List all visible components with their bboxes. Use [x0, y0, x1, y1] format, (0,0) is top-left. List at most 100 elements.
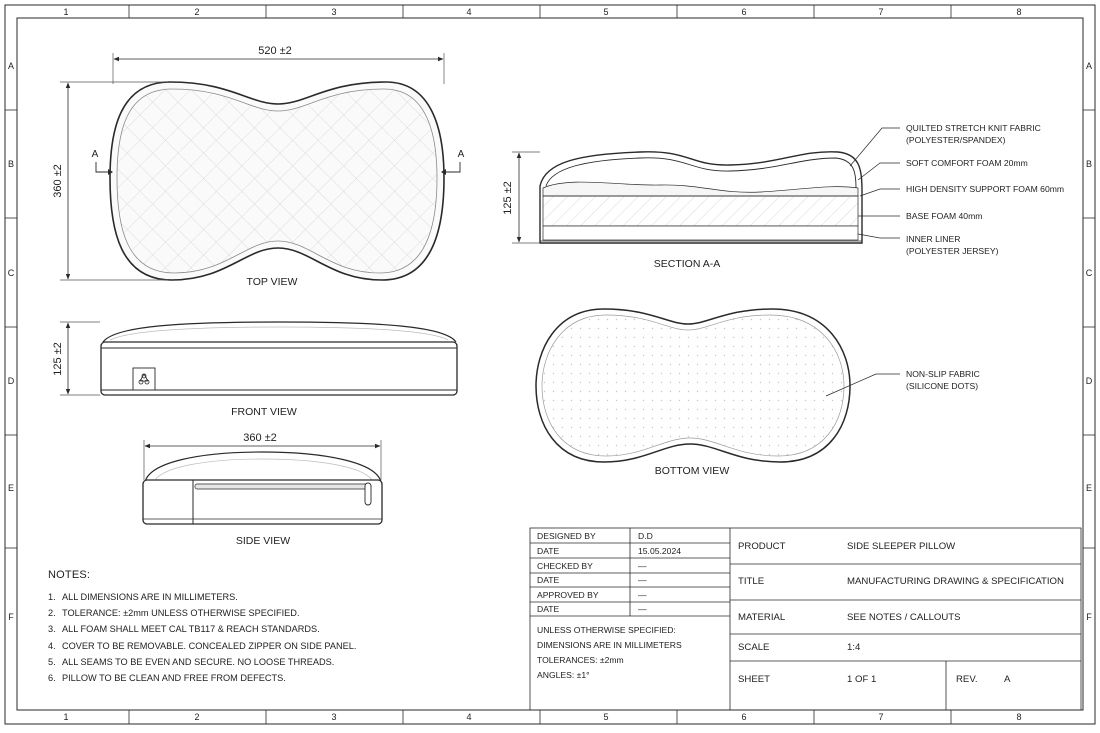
bottom-view: NON-SLIP FABRIC (SILICONE DOTS) BOTTOM V…: [535, 308, 980, 477]
general-note-3: TOLERANCES: ±2mm: [537, 655, 624, 665]
zone-col-4-bottom: 4: [466, 712, 471, 722]
section-marker-right: A: [458, 149, 465, 160]
note-item: 6.PILLOW TO BE CLEAN AND FREE FROM DEFEC…: [48, 670, 478, 686]
note-number: 3.: [48, 624, 56, 635]
approval-value-date-2: —: [638, 575, 647, 585]
note-item: 3. ALL FOAM SHALL MEET CAL TB117 & REACH …: [48, 621, 478, 637]
notes-title: NOTES:: [48, 569, 91, 581]
callout-nonslip-line2: (SILICONE DOTS): [906, 381, 978, 391]
approval-value-checked-by: —: [638, 561, 647, 571]
approval-value-approved-by: —: [638, 590, 647, 600]
zone-col-1: 1: [63, 7, 68, 17]
callout-liner-line2: (POLYESTER JERSEY): [906, 246, 999, 256]
top-view: 520 ±2 360 ±2 A A TOP VIEW: [52, 45, 465, 288]
callout-nonslip-line1: NON-SLIP FABRIC: [906, 369, 980, 379]
zone-col-6: 6: [741, 7, 746, 17]
zone-col-6-bottom: 6: [741, 712, 746, 722]
approval-label-date-2: DATE: [537, 575, 560, 585]
front-view: 125 ±2 FRONT VIEW: [52, 321, 458, 418]
note-item: 2. TOLERANCE: ±2mm UNLESS OTHERWISE SPECI…: [48, 605, 478, 621]
rev-label: REV.: [956, 674, 978, 685]
zone-col-7: 7: [878, 7, 883, 17]
front-view-height-dim: 125 ±2: [52, 342, 64, 376]
bottom-view-label: BOTTOM VIEW: [655, 465, 730, 477]
front-view-label: FRONT VIEW: [231, 406, 297, 418]
zone-row-a: A: [8, 61, 14, 71]
zone-row-d: D: [8, 376, 15, 386]
base-foam-layer: [542, 225, 859, 241]
zone-col-5: 5: [603, 7, 608, 17]
approval-label-date-1: DATE: [537, 546, 560, 556]
note-number: 5.: [48, 656, 56, 667]
note-text: COVER TO BE REMOVABLE. CONCEALED ZIPPER …: [62, 640, 357, 651]
material-value: SEE NOTES / CALLOUTS: [847, 612, 961, 623]
section-height-dim: 125 ±2: [502, 181, 514, 215]
note-number: 4.: [48, 640, 56, 651]
soft-foam-layer: [542, 181, 859, 197]
title-label: TITLE: [738, 576, 765, 587]
approval-value-date-1: 15.05.2024: [638, 546, 682, 556]
zone-col-7-bottom: 7: [878, 712, 883, 722]
zone-row-d-right: D: [1086, 376, 1093, 386]
logo-icon: [138, 373, 150, 385]
rev-value: A: [1004, 674, 1011, 685]
scale-value: 1:4: [847, 642, 861, 653]
section-marker-left: A: [92, 149, 99, 160]
zone-col-3: 3: [331, 7, 336, 17]
approval-label-date-3: DATE: [537, 604, 560, 614]
product-value: SIDE SLEEPER PILLOW: [847, 541, 956, 552]
note-text: PILLOW TO BE CLEAN AND FREE FROM DEFECTS…: [62, 672, 286, 683]
callout-hd-foam: HIGH DENSITY SUPPORT FOAM 60mm: [906, 184, 1064, 194]
callout-fabric-line2: (POLYESTER/SPANDEX): [906, 135, 1006, 145]
approval-value-date-3: —: [638, 604, 647, 614]
note-text: ALL SEAMS TO BE EVEN AND SECURE. NO LOOS…: [62, 656, 335, 667]
title-block: [529, 527, 1082, 711]
hd-foam-layer: [542, 195, 859, 227]
front-view-body: [100, 341, 458, 396]
approval-label-approved-by: APPROVED BY: [537, 590, 599, 600]
general-note-1: UNLESS OTHERWISE SPECIFIED:: [537, 625, 676, 635]
note-text: ALL FOAM SHALL MEET CAL TB117 & REACH ST…: [62, 624, 320, 635]
callout-base-foam: BASE FOAM 40mm: [906, 211, 982, 221]
approval-value-designed-by: D.D: [638, 531, 653, 541]
zone-col-5-bottom: 5: [603, 712, 608, 722]
zone-row-b-right: B: [1086, 159, 1092, 169]
notes-block: NOTES: 1.ALL DIMENSIONS ARE IN MILLIMETE…: [48, 569, 478, 686]
zone-col-2: 2: [194, 7, 199, 17]
zone-col-3-bottom: 3: [331, 712, 336, 722]
note-number: 1.: [48, 592, 56, 602]
notes-list: 1.ALL DIMENSIONS ARE IN MILLIMETERS. 2. T…: [48, 589, 478, 686]
approval-label-designed-by: DESIGNED BY: [537, 531, 596, 541]
callout-fabric-line1: QUILTED STRETCH KNIT FABRIC: [906, 123, 1041, 133]
zone-col-1-bottom: 1: [63, 712, 68, 722]
general-note-2: DIMENSIONS ARE IN MILLIMETERS: [537, 640, 682, 650]
note-text: TOLERANCE: ±2mm UNLESS OTHERWISE SPECIFI…: [62, 608, 300, 619]
note-item: 1.ALL DIMENSIONS ARE IN MILLIMETERS.: [48, 589, 478, 605]
zone-row-a-right: A: [1086, 61, 1092, 71]
zone-col-8-bottom: 8: [1016, 712, 1021, 722]
zipper: [194, 483, 372, 490]
note-item: 4. COVER TO BE REMOVABLE. CONCEALED ZIPPE…: [48, 638, 478, 654]
sheet-label: SHEET: [738, 674, 770, 685]
side-view-width-dim: 360 ±2: [243, 432, 277, 444]
note-item: 5. ALL SEAMS TO BE EVEN AND SECURE. NO LO…: [48, 654, 478, 670]
zone-col-2-bottom: 2: [194, 712, 199, 722]
section-label: SECTION A-A: [654, 258, 721, 270]
scale-label: SCALE: [738, 642, 770, 653]
zone-row-f-right: F: [1086, 612, 1092, 622]
outer-border: [4, 4, 1096, 725]
top-view-width-dim: 520 ±2: [258, 45, 292, 57]
zipper-pull: [364, 482, 372, 506]
side-view-label: SIDE VIEW: [236, 535, 290, 547]
top-view-height-dim: 360 ±2: [52, 164, 64, 198]
zone-row-e: E: [8, 483, 14, 493]
general-note-4: ANGLES: ±1°: [537, 670, 590, 680]
zone-row-f: F: [8, 612, 14, 622]
material-label: MATERIAL: [738, 612, 786, 623]
zone-row-b: B: [8, 159, 14, 169]
note-number: 2.: [48, 608, 56, 619]
section-view: 125 ±2 SECTION A-A QUILTED STRETCH KNIT …: [502, 123, 1064, 270]
sheet-value: 1 OF 1: [847, 674, 877, 685]
approval-label-checked-by: CHECKED BY: [537, 561, 593, 571]
